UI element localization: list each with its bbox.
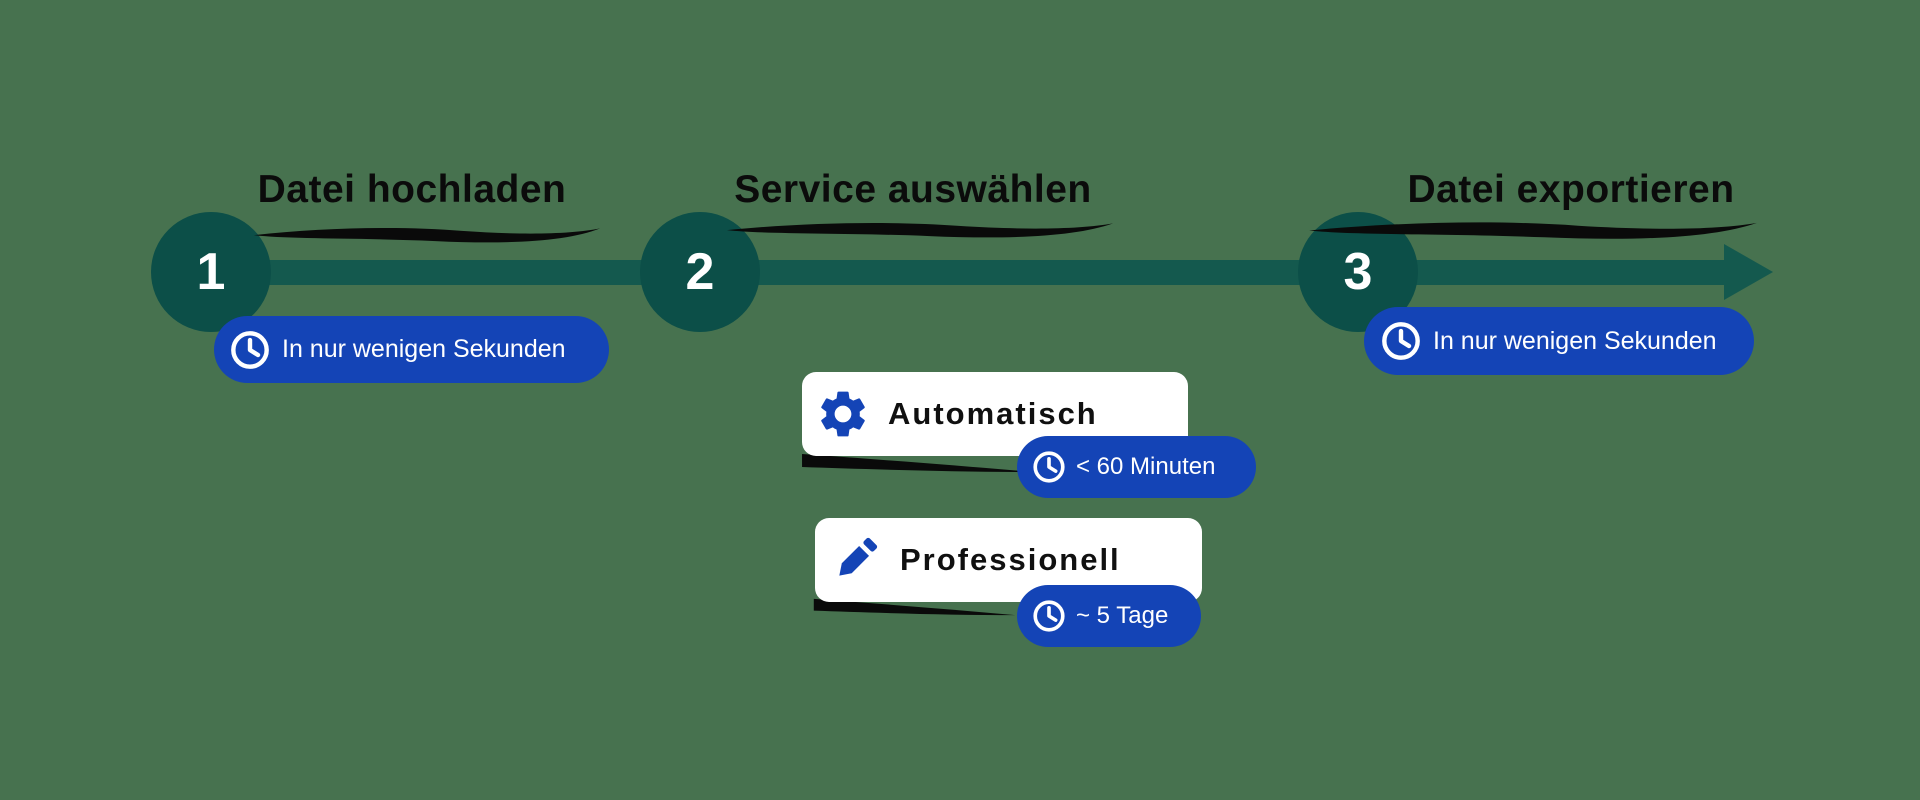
step-3-duration-label: In nur wenigen Sekunden <box>1433 326 1717 355</box>
step-2-number: 2 <box>685 243 715 301</box>
card-shadow <box>802 454 1033 472</box>
underline-swoosh-step-3 <box>1309 222 1757 239</box>
step-1-duration-label: In nur wenigen Sekunden <box>282 335 566 363</box>
professional-duration-label: ~ 5 Tage <box>1076 602 1169 629</box>
automatic-duration-label: < 60 Minuten <box>1076 453 1216 480</box>
step-3-number: 3 <box>1343 243 1373 301</box>
step-1-circle: 1 <box>151 212 271 332</box>
clock-icon <box>1033 451 1065 483</box>
professional-duration-badge: ~ 5 Tage <box>1017 585 1201 647</box>
clock-icon <box>1033 600 1065 632</box>
service-option-professional-label: Professionell <box>900 542 1121 577</box>
clock-icon <box>1382 322 1420 360</box>
underline-swoosh-step-2 <box>726 223 1114 238</box>
step-2-title: Service auswählen <box>734 168 1092 211</box>
underline-swoosh-step-1 <box>253 228 601 243</box>
pencil-icon <box>839 537 878 576</box>
step-3-title: Datei exportieren <box>1407 168 1735 211</box>
step-3-duration-badge: In nur wenigen Sekunden <box>1364 307 1754 375</box>
step-1-duration-badge: In nur wenigen Sekunden <box>214 316 609 383</box>
step-1-title: Datei hochladen <box>257 168 567 211</box>
step-1-number: 1 <box>196 243 226 301</box>
service-option-automatic-label: Automatisch <box>888 396 1098 431</box>
arrow-head-icon <box>1724 244 1773 300</box>
automatic-duration-badge: < 60 Minuten <box>1017 436 1256 498</box>
clock-icon <box>231 330 269 369</box>
gear-icon <box>821 391 865 437</box>
card-shadow <box>813 598 1016 616</box>
timeline-arrow-line <box>211 260 1727 285</box>
step-2-circle: 2 <box>640 212 760 332</box>
